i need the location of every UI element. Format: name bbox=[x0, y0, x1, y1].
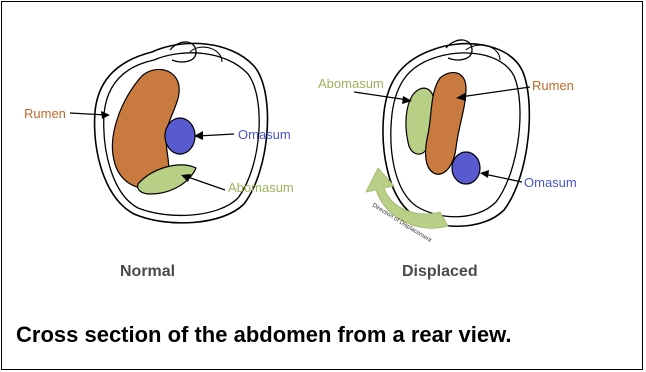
normal-rumen-pointer-head bbox=[101, 111, 110, 119]
normal-omasum bbox=[165, 118, 195, 154]
normal-omasum-label: Omasum bbox=[238, 127, 291, 142]
normal-rumen-pointer bbox=[70, 113, 106, 115]
displaced-omasum bbox=[452, 152, 480, 184]
normal-abomasum-pointer bbox=[185, 176, 225, 190]
displaced-omasum-pointer-head bbox=[480, 170, 489, 178]
displaced-omasum-label: Omasum bbox=[524, 175, 577, 190]
displaced-omasum-pointer bbox=[484, 174, 522, 182]
normal-omasum-pointer bbox=[198, 134, 234, 136]
normal-rumen-label: Rumen bbox=[24, 106, 66, 121]
normal-cross-section: Rumen Omasum Abomasum Normal bbox=[24, 42, 294, 280]
displaced-cross-section: Direction of Displacement Abomasum Rumen… bbox=[318, 40, 577, 280]
displaced-rumen-label: Rumen bbox=[532, 78, 574, 93]
normal-title: Normal bbox=[120, 263, 175, 280]
normal-spine-right bbox=[190, 47, 222, 62]
normal-abomasum-label: Abomasum bbox=[228, 180, 294, 195]
displaced-title: Displaced bbox=[402, 263, 478, 280]
figure-caption: Cross section of the abdomen from a rear… bbox=[16, 322, 512, 348]
displaced-abomasum-pointer bbox=[354, 92, 408, 100]
displaced-abomasum-label: Abomasum bbox=[318, 76, 384, 91]
